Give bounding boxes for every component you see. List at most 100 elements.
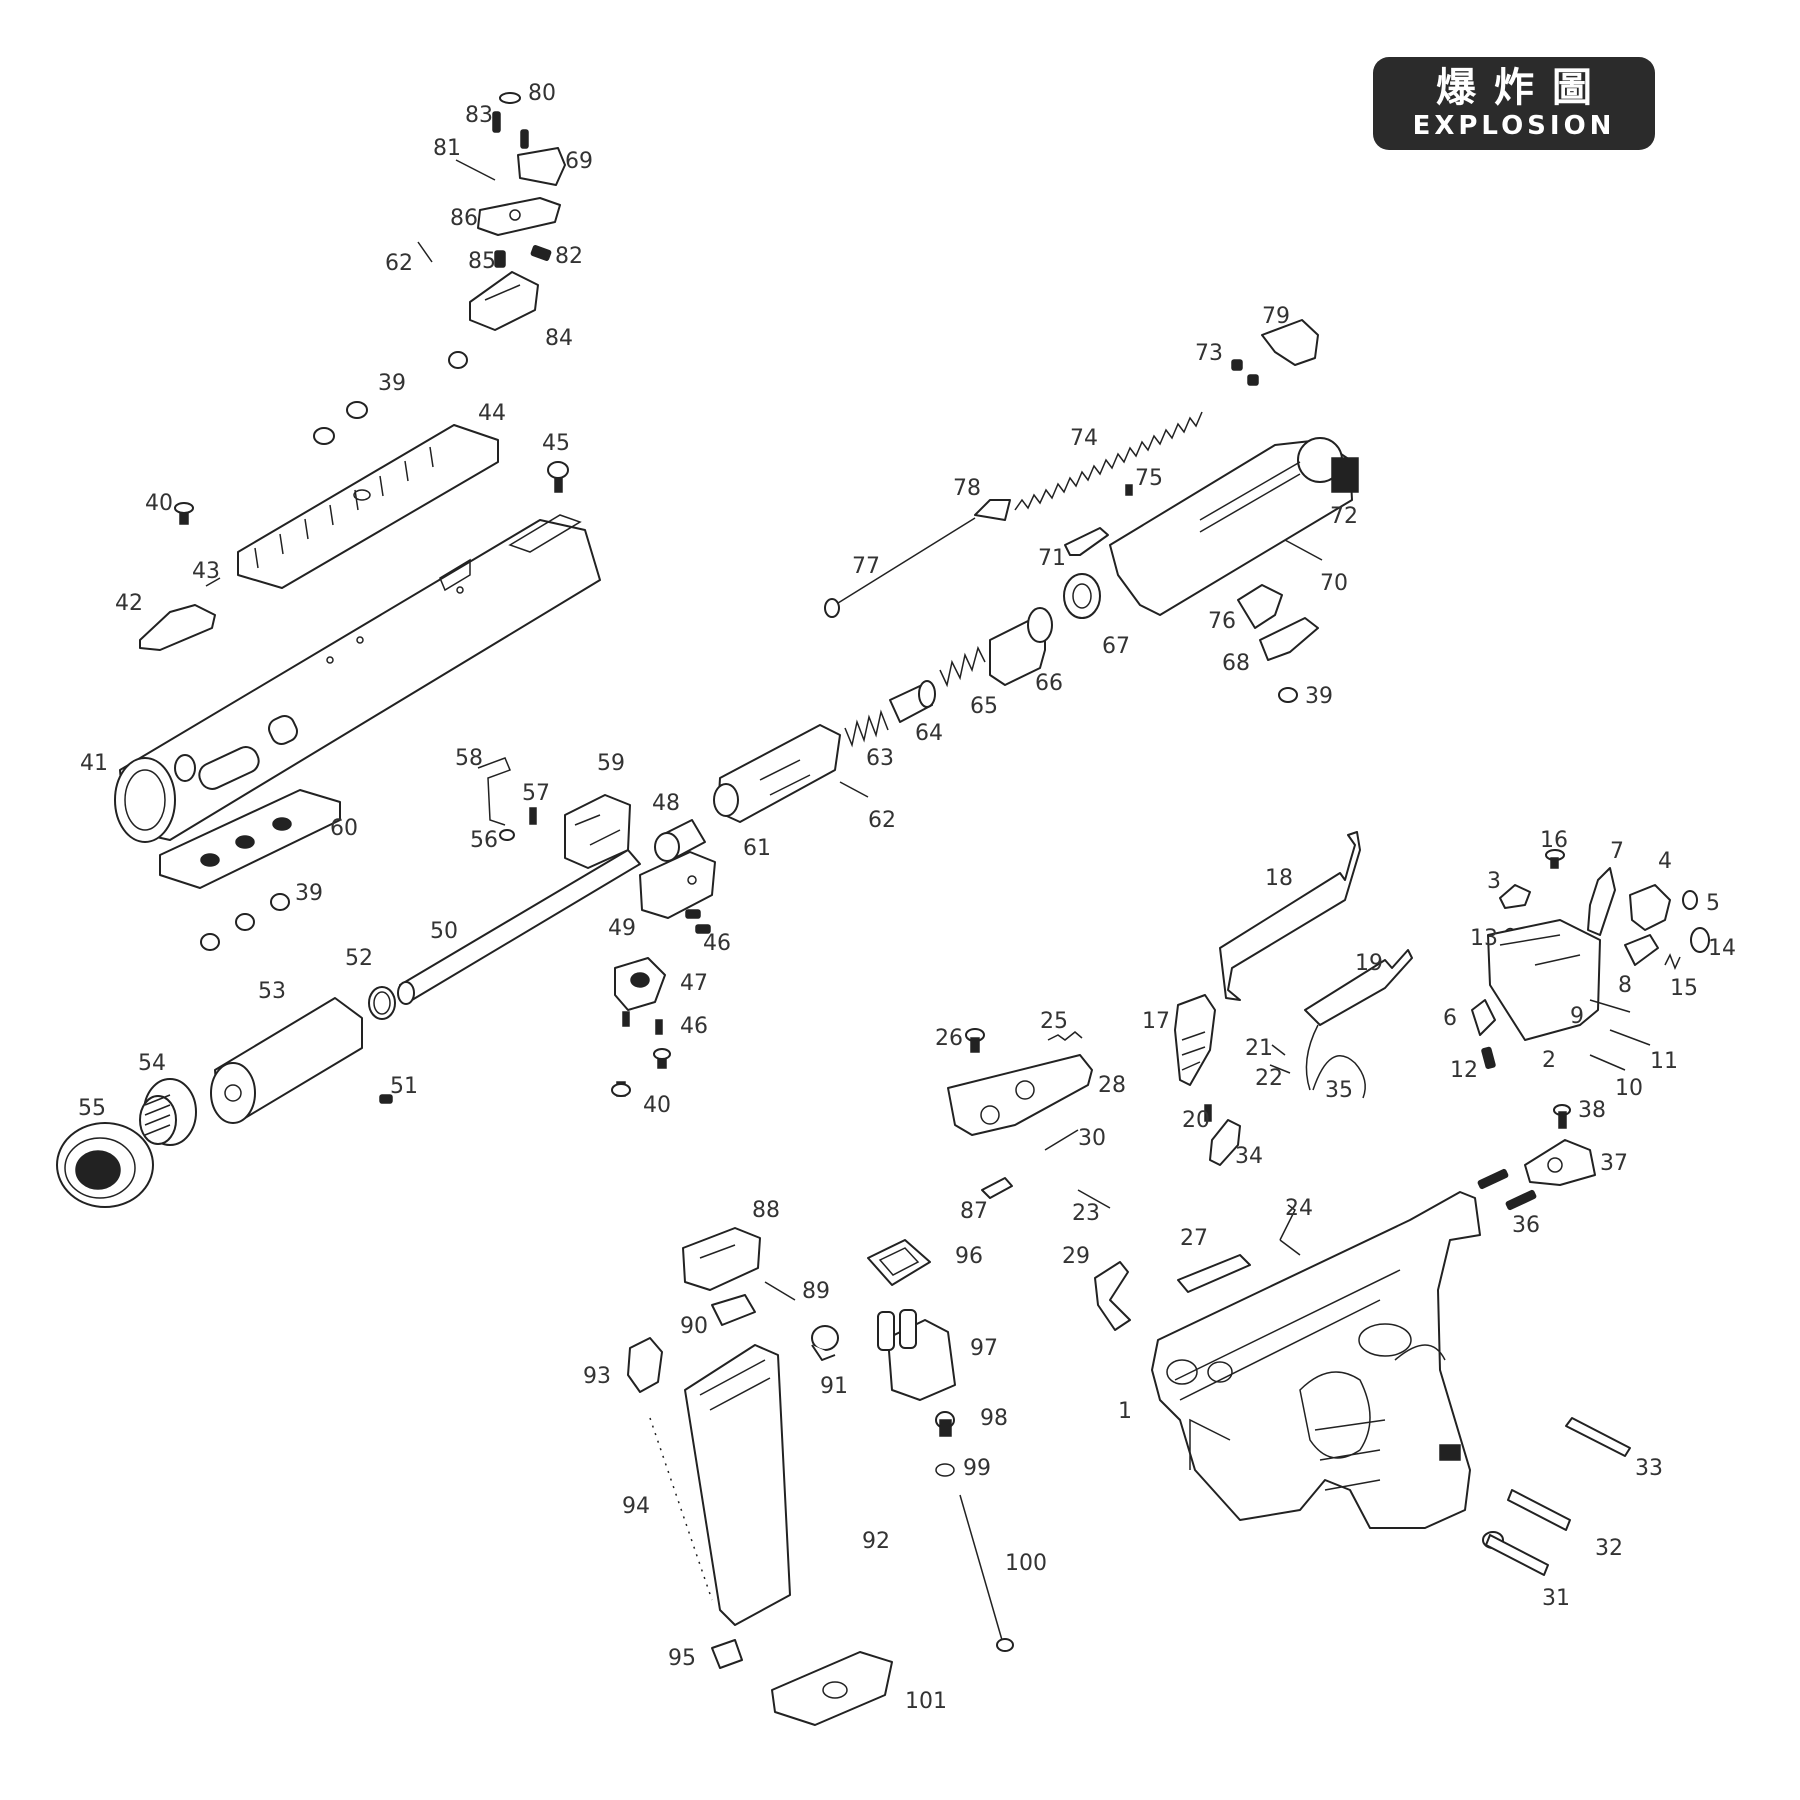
- part-label-3: 3: [1487, 869, 1501, 894]
- part-label-91: 91: [820, 1374, 848, 1399]
- part-label-82: 82: [555, 244, 583, 269]
- part-label-83: 83: [465, 103, 493, 128]
- title-badge: 爆炸圖 EXPLOSION: [1373, 57, 1655, 150]
- part-label-75: 75: [1135, 466, 1163, 491]
- part-label-47: 47: [680, 971, 708, 996]
- part-label-4: 4: [1658, 849, 1672, 874]
- part-label-35: 35: [1325, 1078, 1353, 1103]
- part-label-85: 85: [468, 249, 496, 274]
- part-label-34: 34: [1235, 1144, 1263, 1169]
- magazine-assembly: [627, 1227, 1014, 1726]
- part-label-89: 89: [802, 1279, 830, 1304]
- part-label-66: 66: [1035, 671, 1063, 696]
- bolt-and-hopup-parts: [713, 573, 1101, 823]
- part-label-58: 58: [455, 746, 483, 771]
- part-label-2: 2: [1542, 1048, 1556, 1073]
- part-label-42: 42: [115, 591, 143, 616]
- part-label-93: 93: [583, 1364, 611, 1389]
- part-label-15: 15: [1670, 976, 1698, 1001]
- part-label-74: 74: [1070, 426, 1098, 451]
- part-label-22: 22: [1255, 1066, 1283, 1091]
- part-label-16: 16: [1540, 828, 1568, 853]
- part-label-64: 64: [915, 721, 943, 746]
- part-label-62b: 62: [868, 808, 896, 833]
- part-label-56: 56: [470, 828, 498, 853]
- part-label-41: 41: [80, 751, 108, 776]
- part-label-50: 50: [430, 919, 458, 944]
- part-label-39b: 39: [295, 881, 323, 906]
- part-label-31: 31: [1542, 1586, 1570, 1611]
- part-label-81: 81: [433, 136, 461, 161]
- rear-sight-assembly: [417, 92, 566, 369]
- part-label-97: 97: [970, 1336, 998, 1361]
- part-label-28: 28: [1098, 1073, 1126, 1098]
- part-label-70: 70: [1320, 571, 1348, 596]
- part-label-90: 90: [680, 1314, 708, 1339]
- part-label-40a: 40: [145, 491, 173, 516]
- part-label-32: 32: [1595, 1536, 1623, 1561]
- part-label-77: 77: [852, 554, 880, 579]
- part-label-39a: 39: [378, 371, 406, 396]
- part-label-46a: 46: [703, 931, 731, 956]
- part-label-99: 99: [963, 1456, 991, 1481]
- part-label-8: 8: [1618, 973, 1632, 998]
- part-label-92: 92: [862, 1529, 890, 1554]
- part-label-60: 60: [330, 816, 358, 841]
- part-label-33: 33: [1635, 1456, 1663, 1481]
- part-label-24: 24: [1285, 1196, 1313, 1221]
- part-label-11: 11: [1650, 1049, 1678, 1074]
- part-label-76: 76: [1208, 609, 1236, 634]
- part-label-6: 6: [1443, 1006, 1457, 1031]
- trigger-group: [947, 831, 1413, 1331]
- part-label-10: 10: [1615, 1076, 1643, 1101]
- part-label-65: 65: [970, 694, 998, 719]
- part-label-53: 53: [258, 979, 286, 1004]
- part-label-23: 23: [1072, 1201, 1100, 1226]
- part-label-79: 79: [1262, 304, 1290, 329]
- part-label-18: 18: [1265, 866, 1293, 891]
- part-label-45: 45: [542, 431, 570, 456]
- part-label-68: 68: [1222, 651, 1250, 676]
- part-label-87: 87: [960, 1199, 988, 1224]
- part-number-labels: 1 2 3 4 5 6 7 8 9 10 11 12 13 14 15 16 1…: [78, 81, 1736, 1714]
- part-label-86: 86: [450, 206, 478, 231]
- part-label-101: 101: [905, 1689, 947, 1714]
- part-label-27: 27: [1180, 1226, 1208, 1251]
- badge-english-title: EXPLOSION: [1412, 111, 1616, 141]
- part-label-37: 37: [1600, 1151, 1628, 1176]
- part-label-78: 78: [953, 476, 981, 501]
- part-label-52: 52: [345, 946, 373, 971]
- part-label-80: 80: [528, 81, 556, 106]
- part-label-17: 17: [1142, 1009, 1170, 1034]
- part-label-54: 54: [138, 1051, 166, 1076]
- part-label-59: 59: [597, 751, 625, 776]
- part-label-67: 67: [1102, 634, 1130, 659]
- badge-chinese-title: 爆炸圖: [1436, 65, 1610, 111]
- part-label-26: 26: [935, 1026, 963, 1051]
- part-label-30: 30: [1078, 1126, 1106, 1151]
- part-label-1: 1: [1118, 1399, 1132, 1424]
- part-label-29: 29: [1062, 1244, 1090, 1269]
- part-label-5: 5: [1706, 891, 1720, 916]
- part-label-19: 19: [1355, 951, 1383, 976]
- part-label-98: 98: [980, 1406, 1008, 1431]
- part-label-21: 21: [1245, 1036, 1273, 1061]
- upper-receiver: [114, 401, 601, 951]
- part-label-46b: 46: [680, 1014, 708, 1039]
- part-label-49: 49: [608, 916, 636, 941]
- part-label-12: 12: [1450, 1058, 1478, 1083]
- part-label-100: 100: [1005, 1551, 1047, 1576]
- part-label-55: 55: [78, 1096, 106, 1121]
- part-label-13: 13: [1470, 926, 1498, 951]
- part-label-72: 72: [1330, 504, 1358, 529]
- part-label-7: 7: [1610, 839, 1624, 864]
- part-label-43: 43: [192, 559, 220, 584]
- part-label-88: 88: [752, 1198, 780, 1223]
- part-label-96: 96: [955, 1244, 983, 1269]
- hammer-housing-assembly: [1471, 849, 1710, 1211]
- part-label-44: 44: [478, 401, 506, 426]
- part-label-40b: 40: [643, 1093, 671, 1118]
- part-label-71: 71: [1038, 546, 1066, 571]
- part-label-94: 94: [622, 1494, 650, 1519]
